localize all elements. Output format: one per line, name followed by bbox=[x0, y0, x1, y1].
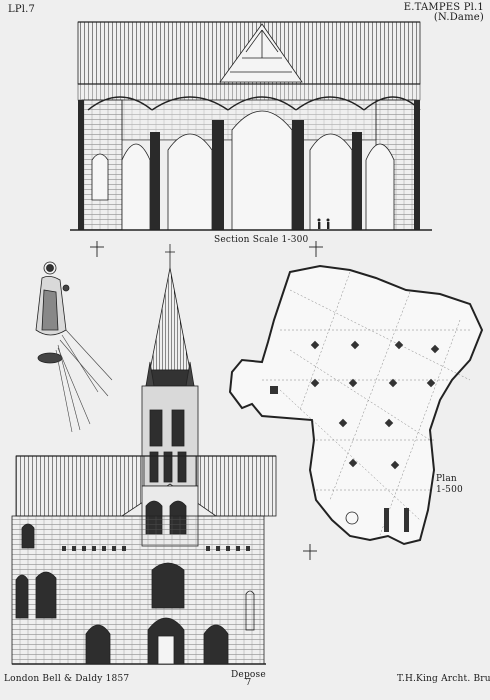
depose-mark: 7 bbox=[245, 678, 252, 688]
madonna-statue bbox=[35, 261, 113, 433]
elevation-drawing bbox=[11, 244, 277, 665]
plate-title: E.TAMPES Pl.1 (N.Dame) bbox=[404, 3, 484, 23]
plan-caption: Plan 1-500 bbox=[436, 474, 463, 496]
plate-subtitle: (N.Dame) bbox=[433, 12, 484, 23]
section-drawing bbox=[70, 21, 432, 231]
section-caption: Section Scale 1-300 bbox=[214, 235, 309, 245]
plan-label: Plan bbox=[436, 474, 457, 484]
publisher-credit: London Bell & Daldy 1857 bbox=[4, 674, 130, 684]
depose-label: Depose bbox=[231, 670, 266, 680]
plate-number-left: LPl.7 bbox=[8, 4, 36, 15]
plan-scale: 1-500 bbox=[436, 485, 463, 495]
floor-plan bbox=[228, 264, 484, 546]
depose-note: Depose 7 bbox=[231, 670, 266, 688]
plate-number-right: E.TAMPES Pl.1 bbox=[403, 2, 484, 13]
registration-marks bbox=[90, 241, 323, 560]
architect-credit: T.H.King Archt. Bruges bbox=[397, 674, 490, 684]
